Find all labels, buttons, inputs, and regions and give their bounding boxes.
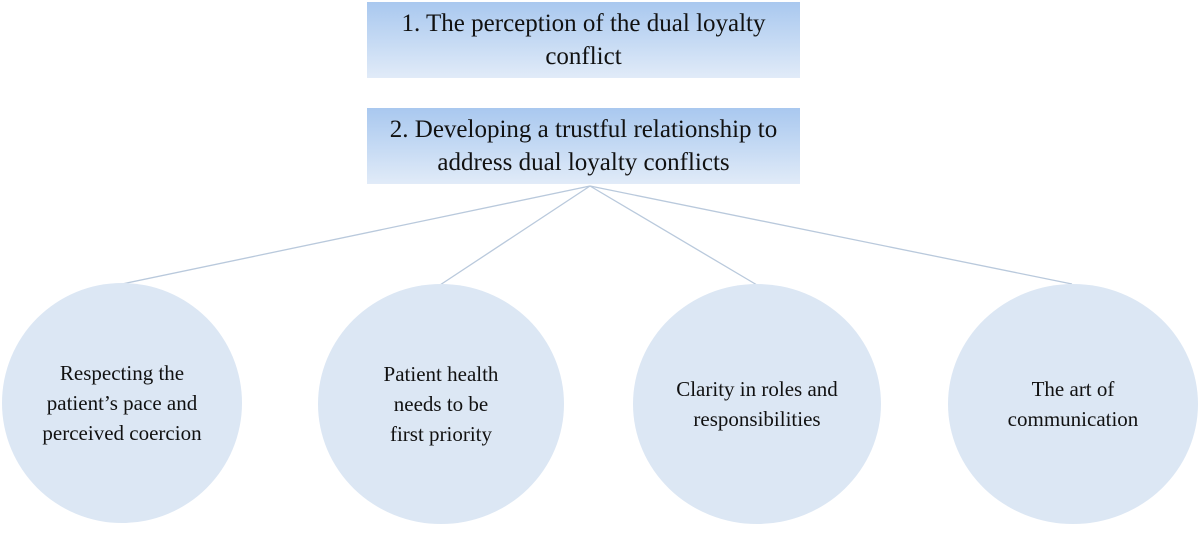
theme-2-box: 2. Developing a trustful relationship to… — [367, 108, 800, 184]
subtheme-1-circle: Respecting the patient’s pace and percei… — [2, 283, 242, 523]
subtheme-1-label: Respecting the patient’s pace and percei… — [42, 361, 202, 445]
connector-line-1 — [121, 185, 591, 285]
theme-2-label: 2. Developing a trustful relationship to… — [389, 116, 778, 176]
subtheme-2-label: Patient health needs to be first priorit… — [383, 362, 499, 446]
connector-line-3 — [589, 185, 758, 286]
theme-1-box: 1. The perception of the dual loyalty co… — [367, 2, 800, 78]
subtheme-2-circle: Patient health needs to be first priorit… — [318, 284, 564, 524]
theme-1-label: 1. The perception of the dual loyalty co… — [401, 10, 766, 70]
connector-line-2 — [439, 185, 591, 286]
subtheme-4-label: The art of communication — [1007, 377, 1139, 431]
subtheme-3-circle: Clarity in roles and responsibilities — [633, 284, 881, 524]
connector-line-4 — [589, 185, 1073, 285]
subtheme-4-circle: The art of communication — [948, 284, 1198, 524]
subtheme-3-label: Clarity in roles and responsibilities — [676, 377, 838, 431]
